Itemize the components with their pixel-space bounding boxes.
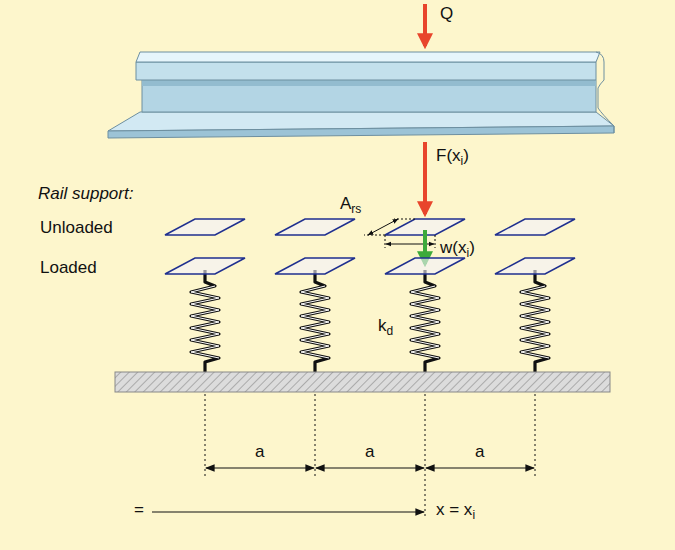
label-text: a xyxy=(365,442,374,461)
label-text: w(x xyxy=(440,238,466,257)
label-text: Q xyxy=(440,4,453,23)
unloaded-supports xyxy=(165,219,575,235)
origin-symbol: = xyxy=(134,500,144,520)
subscript-text: rs xyxy=(351,202,361,216)
label-text: Unloaded xyxy=(40,218,113,237)
force-label: F(xi) xyxy=(436,146,469,171)
label-text: Loaded xyxy=(40,258,97,277)
subscript-text: i xyxy=(466,246,469,260)
label-text: F(x xyxy=(436,146,461,165)
subscript-text: d xyxy=(387,324,394,338)
loaded-supports xyxy=(165,258,575,274)
subscript-text: i xyxy=(461,154,464,168)
area-label: Ars xyxy=(340,194,361,219)
spacing-dimensions xyxy=(206,467,534,468)
label-text: A xyxy=(340,194,351,213)
state-label: Unloaded xyxy=(40,218,113,238)
deflection-label: w(xi) xyxy=(440,238,475,263)
position-label: x = xi xyxy=(436,500,475,525)
spacing-label: a xyxy=(475,442,484,462)
spacing-guides xyxy=(205,394,535,518)
heading-label: Rail support: xyxy=(38,184,133,204)
ground-base xyxy=(115,372,610,392)
label-text: ) xyxy=(469,238,475,257)
label-text: k xyxy=(378,316,387,335)
label-text: a xyxy=(475,442,484,461)
spacing-label: a xyxy=(365,442,374,462)
position-arrow xyxy=(152,511,424,512)
load-label: Q xyxy=(440,4,453,24)
springs xyxy=(191,270,549,372)
stiffness-label: kd xyxy=(378,316,393,341)
label-text: = xyxy=(134,500,144,519)
state-label: Loaded xyxy=(40,258,97,278)
rail xyxy=(108,52,614,138)
label-text: a xyxy=(255,442,264,461)
label-text: x = x xyxy=(436,500,472,519)
subscript-text: i xyxy=(472,508,475,522)
load-arrow xyxy=(423,4,427,46)
spacing-label: a xyxy=(255,442,264,462)
label-text: Rail support: xyxy=(38,184,133,203)
support-force-arrow xyxy=(423,142,427,214)
label-text: ) xyxy=(463,146,469,165)
